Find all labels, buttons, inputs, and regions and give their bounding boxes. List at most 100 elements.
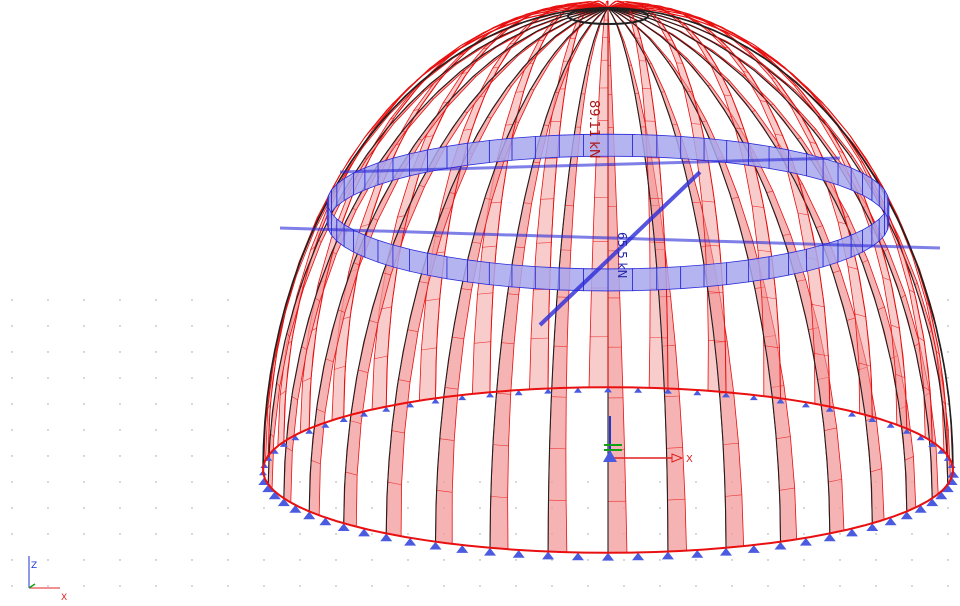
ring-force-segment	[511, 136, 536, 161]
support-icon	[845, 528, 858, 537]
rib-hatch-line	[509, 43, 515, 45]
rib-hatch-line	[374, 355, 388, 360]
grid-dot	[11, 585, 13, 587]
global-x-label: X	[61, 593, 67, 603]
support-icon	[886, 422, 895, 428]
grid-dot	[371, 507, 373, 509]
support-icon	[544, 388, 553, 394]
ring-force-segment	[680, 264, 705, 290]
grid-dot	[119, 325, 121, 327]
grid-dot	[11, 429, 13, 431]
grid-dot	[155, 481, 157, 483]
grid-dot	[227, 429, 229, 431]
grid-dot	[83, 429, 85, 431]
support-icon	[747, 545, 760, 553]
grid-dot	[191, 351, 193, 353]
rib-hatch-line	[345, 471, 358, 476]
meridian-member	[607, 2, 781, 399]
support-icon	[937, 448, 946, 454]
grid-dot	[83, 351, 85, 353]
rib-hatch-line	[870, 468, 882, 473]
grid-dot	[659, 533, 661, 535]
rib-hatch-line	[548, 499, 567, 502]
support-icon	[663, 388, 672, 394]
meridian-member	[607, 6, 933, 442]
grid-dot	[803, 507, 805, 509]
rib-hatch-line	[496, 392, 511, 395]
grid-dot	[11, 507, 13, 509]
grid-dot	[47, 507, 49, 509]
grid-dot	[83, 507, 85, 509]
grid-dot	[587, 559, 589, 561]
support-icon	[305, 428, 314, 434]
grid-dot	[695, 533, 697, 535]
rib-hatch-line	[904, 456, 914, 461]
support-icon	[486, 392, 495, 398]
grid-dot	[407, 559, 409, 561]
rib-hatch-line	[337, 309, 346, 313]
rib-hatch-line	[882, 277, 891, 281]
rib-hatch-line	[530, 337, 549, 340]
rib-hatch-line	[325, 358, 334, 363]
grid-dot	[875, 533, 877, 535]
support-icon	[406, 402, 415, 408]
grid-dot	[119, 455, 121, 457]
grid-dot	[47, 325, 49, 327]
ring-force-segment	[680, 136, 705, 161]
grid-dot	[227, 585, 229, 587]
rib-hatch-line	[387, 481, 402, 486]
grid-dot	[11, 481, 13, 483]
origin-axes-icon: X	[603, 416, 693, 465]
ring-force-segment	[488, 137, 513, 163]
grid-dot	[767, 507, 769, 509]
rib-hatch-line	[482, 245, 497, 248]
rib-hatch-line	[774, 133, 783, 136]
rib-hatch-line	[854, 313, 866, 318]
grid-dot	[695, 585, 697, 587]
rib-hatch-line	[310, 246, 316, 251]
grid-dot	[83, 299, 85, 301]
rib-hatch-line	[314, 297, 321, 302]
rib-hatch-line	[761, 296, 777, 300]
ring-force-segment	[488, 262, 513, 288]
rib-hatch-line	[895, 373, 906, 379]
grid-dot	[695, 481, 697, 483]
grid-dot	[119, 481, 121, 483]
grid-dot	[587, 585, 589, 587]
rib-hatch-line	[418, 184, 425, 188]
rib-hatch-line	[372, 217, 378, 221]
grid-dot	[227, 533, 229, 535]
rib-hatch-line	[751, 110, 756, 112]
grid-dot	[335, 481, 337, 483]
rib-hatch-line	[460, 53, 465, 55]
grid-dot	[911, 533, 913, 535]
grid-dot	[191, 299, 193, 301]
grid-dot	[47, 481, 49, 483]
support-icon	[337, 523, 350, 532]
global-axes-icon: Z X	[28, 556, 67, 603]
grid-dot	[839, 559, 841, 561]
rib-hatch-line	[501, 342, 515, 345]
rib-hatch-line	[514, 246, 525, 249]
rib-hatch-line	[536, 242, 552, 244]
grid-dot	[335, 507, 337, 509]
grid-dot	[155, 585, 157, 587]
rib-hatch-line	[267, 404, 271, 410]
rib-hatch-line	[691, 123, 702, 125]
rib-hatch-line	[425, 135, 434, 138]
support-icon	[321, 422, 330, 428]
ring-force-segment	[878, 212, 885, 243]
grid-dot	[803, 585, 805, 587]
rib-hatch-line	[483, 47, 488, 50]
rib-hatch-line	[752, 205, 764, 208]
support-icon	[868, 416, 877, 422]
rib-hatch-line	[723, 94, 732, 97]
support-icon	[289, 504, 302, 513]
support-icon	[774, 541, 787, 550]
ring-chord	[279, 226, 941, 250]
grid-dot	[947, 351, 949, 353]
grid-dot	[191, 533, 193, 535]
support-icon	[291, 435, 300, 441]
support-icon	[542, 551, 555, 560]
